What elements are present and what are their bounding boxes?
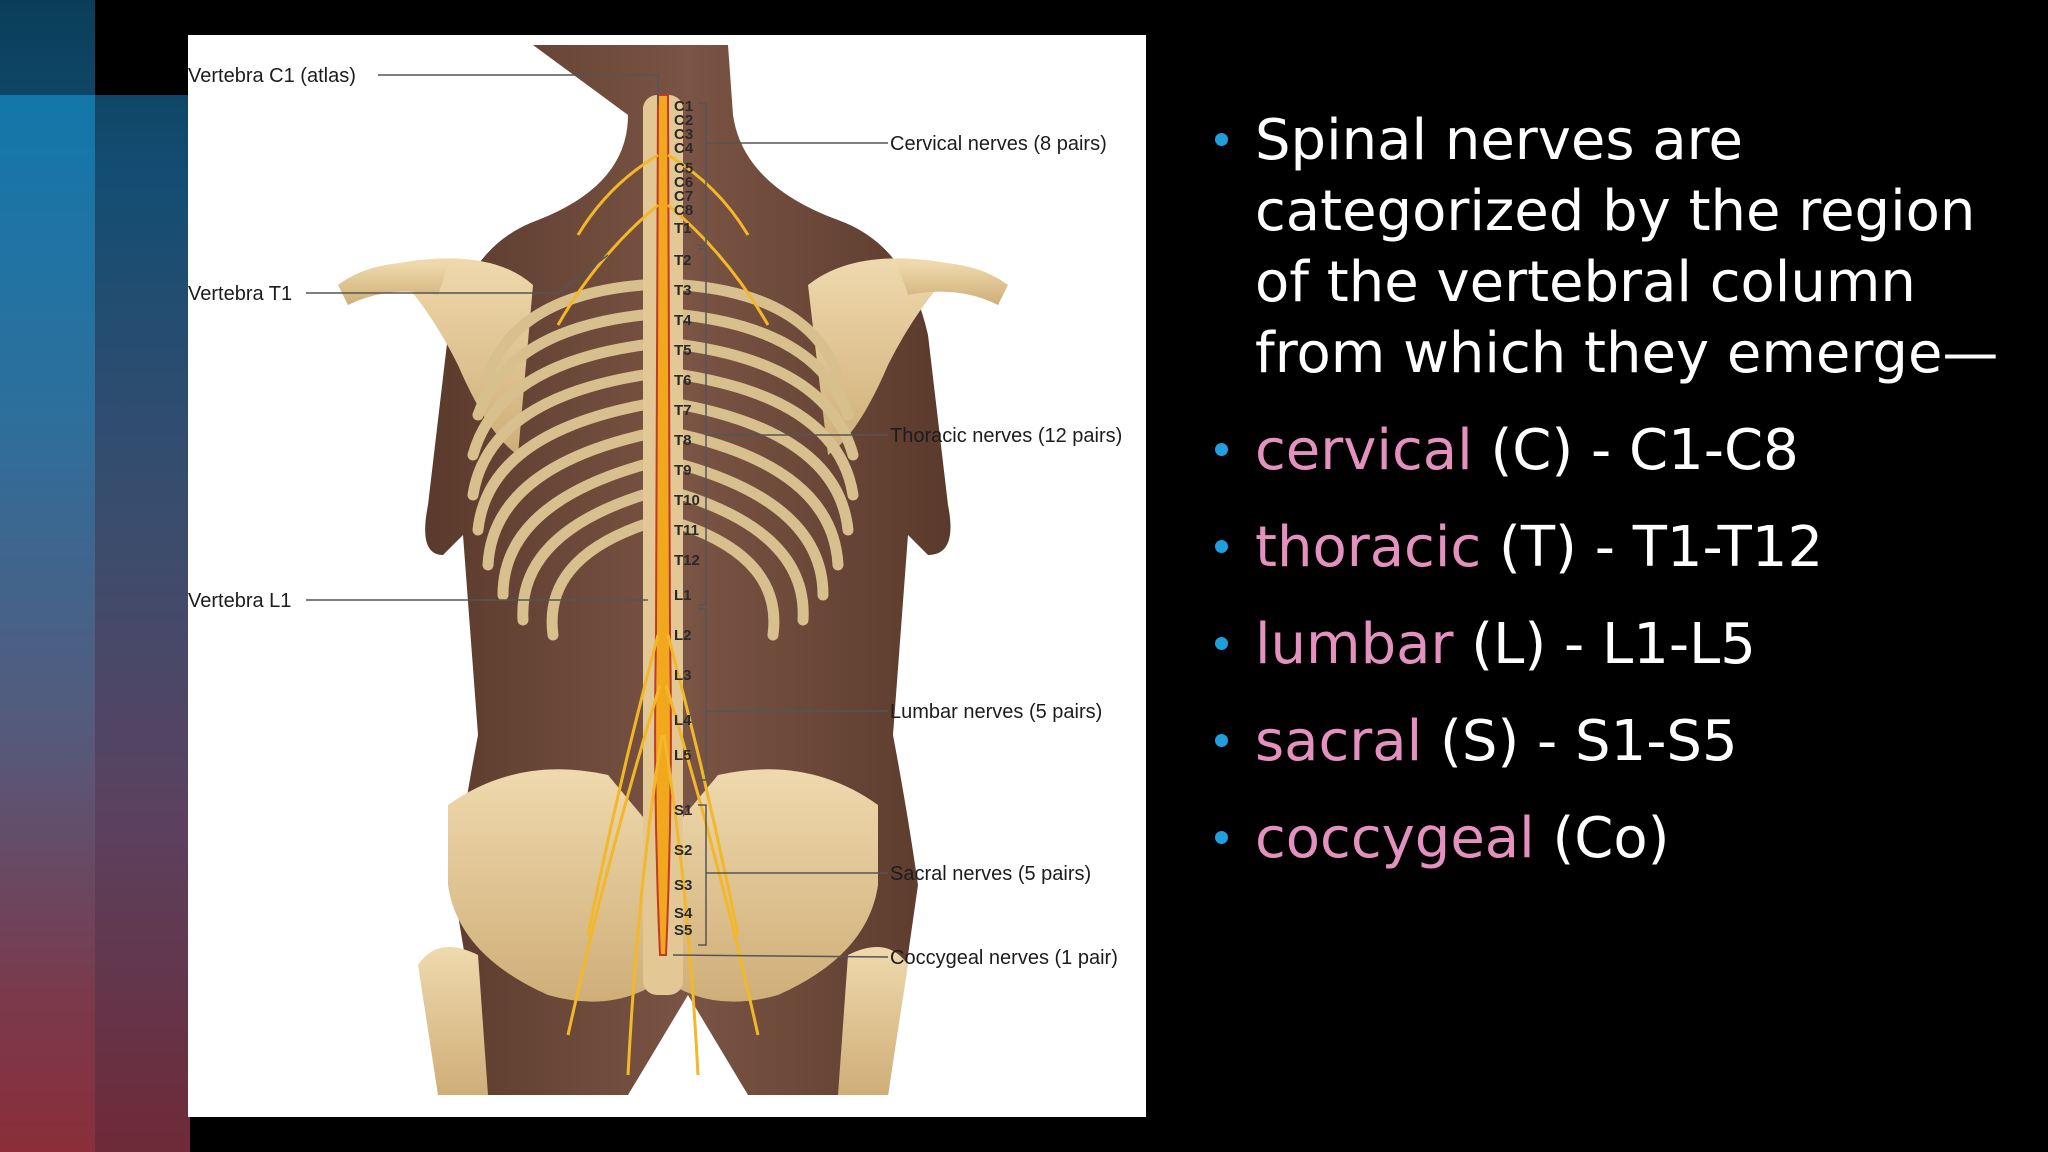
segment-label: T2 bbox=[674, 252, 692, 269]
segment-label: T5 bbox=[674, 342, 692, 359]
bullet-item: lumbar (L) - L1-L5 bbox=[1215, 609, 2015, 680]
segment-label: T3 bbox=[674, 282, 692, 299]
bullet-text: (S) - S1-S5 bbox=[1422, 709, 1738, 774]
segment-label: C4 bbox=[674, 140, 694, 157]
segment-label: L3 bbox=[674, 667, 692, 684]
bullet-list: Spinal nerves are categorized by the reg… bbox=[1215, 105, 2015, 900]
spinal-cord bbox=[654, 94, 672, 956]
segment-label: L4 bbox=[674, 712, 692, 729]
bullet-item: coccygeal (Co) bbox=[1215, 803, 2015, 874]
segment-label: S5 bbox=[674, 922, 692, 939]
bullet-dot-icon bbox=[1215, 734, 1228, 747]
segment-brackets bbox=[698, 102, 707, 946]
bullet-highlight: lumbar bbox=[1255, 612, 1454, 677]
segment-label: T9 bbox=[674, 462, 692, 479]
label-sacral-nerves: Sacral nerves (5 pairs) bbox=[890, 863, 1091, 885]
segment-label: S4 bbox=[674, 905, 693, 922]
accent-bar-inner bbox=[0, 95, 95, 1152]
bullet-dot-icon bbox=[1215, 831, 1228, 844]
segment-label: C3 bbox=[674, 126, 693, 143]
bullet-dot-icon bbox=[1215, 443, 1228, 456]
segment-label: S3 bbox=[674, 877, 692, 894]
spinal-nerves-illustration: C1C2C3C4C5C6C7C8T1T2T3T4T5T6T7T8T9T10T11… bbox=[188, 45, 1122, 1095]
pelvis bbox=[448, 769, 878, 1002]
label-vertebra-l1: Vertebra L1 bbox=[188, 590, 291, 612]
label-cervical-nerves: Cervical nerves (8 pairs) bbox=[890, 133, 1107, 155]
segment-label: L1 bbox=[674, 587, 692, 604]
label-thoracic-nerves: Thoracic nerves (12 pairs) bbox=[890, 425, 1122, 447]
segment-label: T8 bbox=[674, 432, 692, 449]
accent-bar-notch bbox=[95, 0, 190, 95]
bullet-highlight: cervical bbox=[1255, 418, 1473, 483]
bullet-text: (L) - L1-L5 bbox=[1453, 612, 1756, 677]
segment-label: T7 bbox=[674, 402, 692, 419]
bullet-text: Spinal nerves are categorized by the reg… bbox=[1255, 108, 1999, 386]
segment-label: S1 bbox=[674, 802, 692, 819]
segment-label: C6 bbox=[674, 174, 693, 191]
bullet-highlight: sacral bbox=[1255, 709, 1423, 774]
bullet-highlight: thoracic bbox=[1255, 515, 1482, 580]
bullet-text: (C) - C1-C8 bbox=[1472, 418, 1799, 483]
segment-label: T4 bbox=[674, 312, 692, 329]
segment-label: L5 bbox=[674, 747, 692, 764]
ribs bbox=[467, 279, 859, 641]
segment-label: S2 bbox=[674, 842, 692, 859]
segment-label: L2 bbox=[674, 627, 692, 644]
segment-label: C5 bbox=[674, 160, 693, 177]
bullet-item: Spinal nerves are categorized by the reg… bbox=[1215, 105, 2015, 389]
nerve-branches bbox=[556, 153, 770, 1076]
bullet-dot-icon bbox=[1215, 133, 1228, 146]
bullet-text: (Co) bbox=[1534, 806, 1670, 871]
segment-label: T10 bbox=[674, 492, 700, 509]
bullet-item: thoracic (T) - T1-T12 bbox=[1215, 512, 2015, 583]
label-vertebra-c1: Vertebra C1 (atlas) bbox=[188, 65, 356, 87]
leader-lines bbox=[306, 74, 889, 958]
segment-label: C7 bbox=[674, 188, 693, 205]
label-lumbar-nerves: Lumbar nerves (5 pairs) bbox=[890, 701, 1102, 723]
bullet-item: sacral (S) - S1-S5 bbox=[1215, 706, 2015, 777]
bullet-highlight: coccygeal bbox=[1255, 806, 1535, 871]
segment-label: T12 bbox=[674, 552, 700, 569]
label-coccygeal-nerves: Coccygeal nerves (1 pair) bbox=[890, 947, 1118, 969]
segment-label: T6 bbox=[674, 372, 692, 389]
bullet-item: cervical (C) - C1-C8 bbox=[1215, 415, 2015, 486]
bullet-dot-icon bbox=[1215, 540, 1228, 553]
bullet-dot-icon bbox=[1215, 637, 1228, 650]
segment-label: C2 bbox=[674, 112, 693, 129]
segment-label: T11 bbox=[674, 522, 699, 539]
segment-labels: C1C2C3C4C5C6C7C8T1T2T3T4T5T6T7T8T9T10T11… bbox=[674, 98, 700, 939]
label-vertebra-t1: Vertebra T1 bbox=[188, 283, 292, 305]
segment-label: C1 bbox=[674, 98, 693, 115]
segment-label: T1 bbox=[674, 220, 692, 237]
bullet-text: (T) - T1-T12 bbox=[1481, 515, 1824, 580]
segment-label: C8 bbox=[674, 202, 693, 219]
